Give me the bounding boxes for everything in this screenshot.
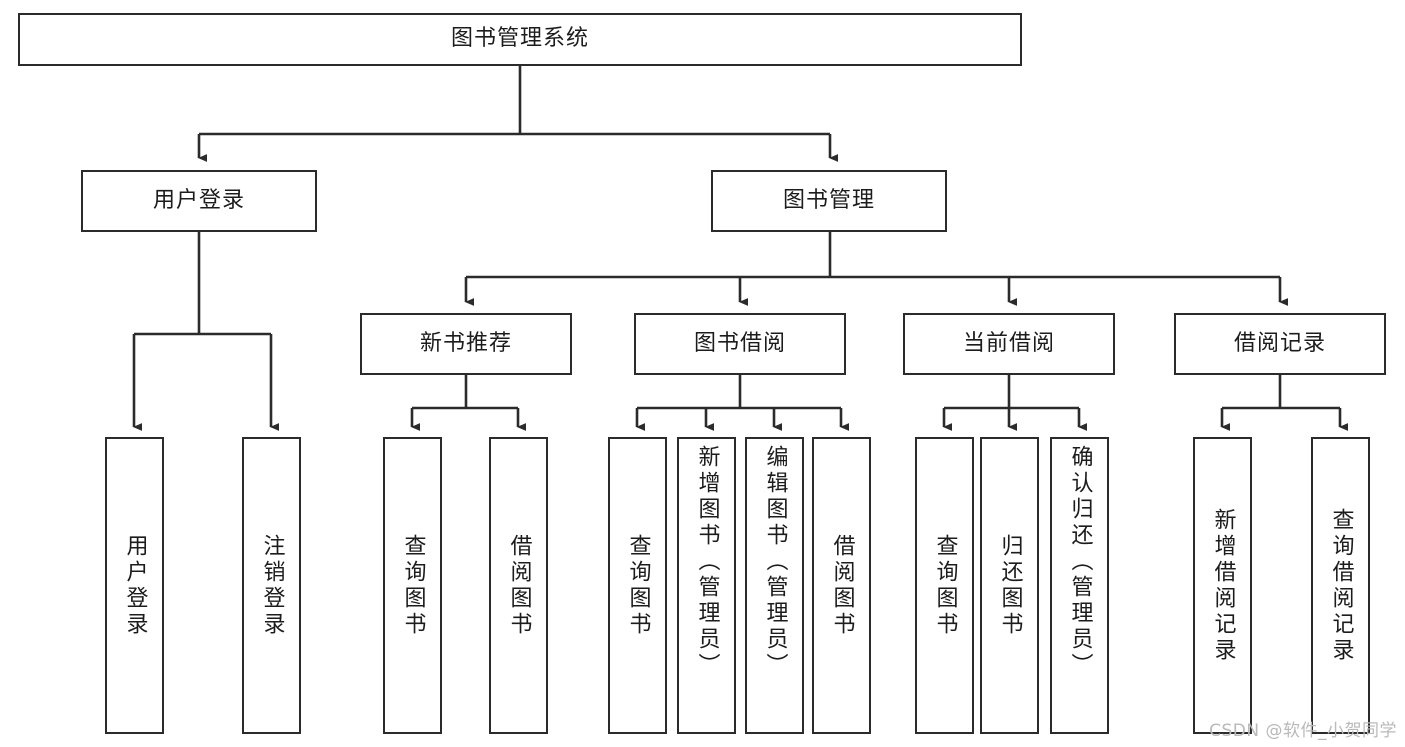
node-root-system[interactable]: 图书管理系统 [18, 13, 1022, 66]
node-label: 注销登录 [259, 533, 285, 638]
node-label: 当前借阅 [962, 330, 1055, 356]
node-label: 查询图书 [400, 533, 426, 638]
node-book-management[interactable]: 图书管理 [711, 170, 947, 232]
node-label: 图书借阅 [693, 330, 786, 356]
node-label: 图书管理 [782, 187, 875, 213]
node-label: 借阅图书 [829, 533, 855, 638]
node-leaf-add-borrow-record[interactable]: 新增借阅记录 [1193, 437, 1252, 734]
node-label: 新增借阅记录 [1210, 507, 1236, 664]
node-leaf-user-login[interactable]: 用户登录 [105, 437, 164, 734]
node-leaf-query-book-current[interactable]: 查询图书 [915, 437, 974, 734]
node-label: 图书管理系统 [450, 26, 589, 52]
node-leaf-return-book[interactable]: 归还图书 [980, 437, 1039, 734]
node-label: 借阅图书 [506, 533, 532, 638]
node-leaf-edit-book[interactable]: 编辑图书（管理员） [745, 437, 804, 734]
node-leaf-query-borrow-record[interactable]: 查询借阅记录 [1311, 437, 1370, 734]
node-leaf-borrow-book-recommend[interactable]: 借阅图书 [489, 437, 548, 734]
node-label: 编辑图书（管理员） [762, 445, 788, 679]
node-label: 新增图书（管理员） [694, 445, 720, 679]
node-label: 查询图书 [932, 533, 958, 638]
node-user-login[interactable]: 用户登录 [81, 170, 317, 232]
node-label: 查询图书 [625, 533, 651, 638]
node-book-borrow[interactable]: 图书借阅 [634, 313, 846, 375]
node-leaf-query-book-recommend[interactable]: 查询图书 [383, 437, 442, 734]
node-new-book-recommend[interactable]: 新书推荐 [360, 313, 572, 375]
node-borrow-record[interactable]: 借阅记录 [1174, 313, 1386, 375]
node-leaf-confirm-return[interactable]: 确认归还（管理员） [1050, 437, 1109, 734]
node-label: 用户登录 [152, 187, 245, 213]
node-leaf-query-book-borrow[interactable]: 查询图书 [608, 437, 667, 734]
node-leaf-logout-login[interactable]: 注销登录 [242, 437, 301, 734]
node-label: 借阅记录 [1233, 330, 1326, 356]
csdn-watermark: CSDN @软件_小贺同学 [1209, 721, 1397, 741]
node-leaf-borrow-book[interactable]: 借阅图书 [812, 437, 871, 734]
node-label: 归还图书 [997, 533, 1023, 638]
node-leaf-add-book[interactable]: 新增图书（管理员） [677, 437, 736, 734]
node-label: 新书推荐 [419, 330, 512, 356]
node-label: 用户登录 [122, 533, 148, 638]
node-current-borrow[interactable]: 当前借阅 [903, 313, 1115, 375]
node-label: 确认归还（管理员） [1067, 445, 1093, 679]
node-label: 查询借阅记录 [1328, 507, 1354, 664]
